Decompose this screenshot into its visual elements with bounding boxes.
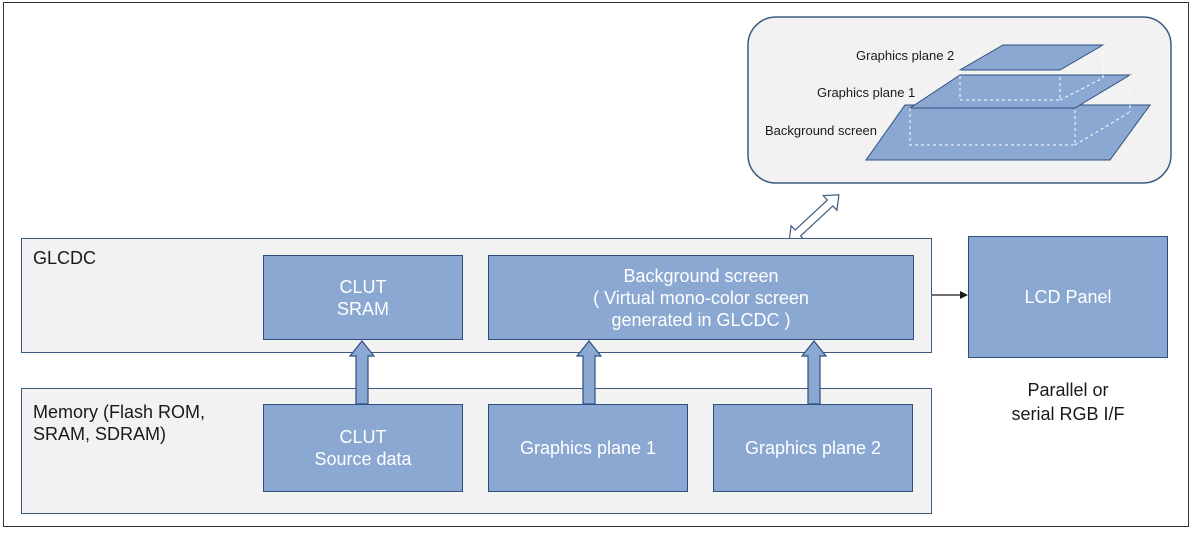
projection-lines	[909, 45, 1131, 146]
layer-label-background: Background screen	[765, 123, 877, 138]
up-arrow-clut	[348, 340, 376, 405]
clut-sram-box: CLUT SRAM	[263, 255, 463, 340]
clut-sram-line-2: SRAM	[336, 298, 389, 319]
memory-label-line-2: SRAM, SDRAM)	[33, 424, 167, 444]
background-line-1: Background screen	[623, 265, 779, 286]
background-line-2: ( Virtual mono-color screen	[593, 287, 809, 308]
interface-line-2: serial RGB I/F	[1011, 404, 1125, 424]
lcd-arrow-head	[960, 291, 968, 299]
layer-label-plane-2: Graphics plane 2	[856, 48, 954, 63]
memory-label: Memory (Flash ROM, SRAM, SDRAM)	[33, 401, 205, 445]
double-arrow	[788, 194, 840, 242]
graphics-plane-1-box: Graphics plane 1	[488, 404, 688, 492]
background-line-3: generated in GLCDC )	[611, 309, 791, 330]
layer-label-plane-1: Graphics plane 1	[817, 85, 915, 100]
diagram-frame	[3, 2, 1189, 527]
lcd-panel-box: LCD Panel	[968, 236, 1168, 358]
graphics-plane-1-text: Graphics plane 1	[519, 438, 657, 458]
graphics-plane-2-box: Graphics plane 2	[713, 404, 913, 492]
glcdc-label: GLCDC	[33, 248, 97, 268]
up-arrow-plane-1	[575, 340, 603, 405]
lcd-panel-text: LCD Panel	[1024, 287, 1112, 307]
interface-line-1: Parallel or	[1027, 380, 1109, 400]
clut-source-line-2: Source data	[314, 449, 412, 469]
lcd-interface-label: Parallel or serial RGB I/F	[968, 378, 1168, 426]
up-arrow-plane-2	[800, 340, 828, 405]
graphics-plane-2-text: Graphics plane 2	[744, 438, 882, 458]
background-screen-box: Background screen ( Virtual mono-color s…	[488, 255, 914, 340]
clut-source-line-1: CLUT	[339, 427, 387, 447]
clut-source-box: CLUT Source data	[263, 404, 463, 492]
background-screen-layer	[865, 104, 1151, 161]
clut-sram-line-1: CLUT	[339, 276, 387, 297]
memory-label-line-1: Memory (Flash ROM,	[33, 402, 206, 422]
